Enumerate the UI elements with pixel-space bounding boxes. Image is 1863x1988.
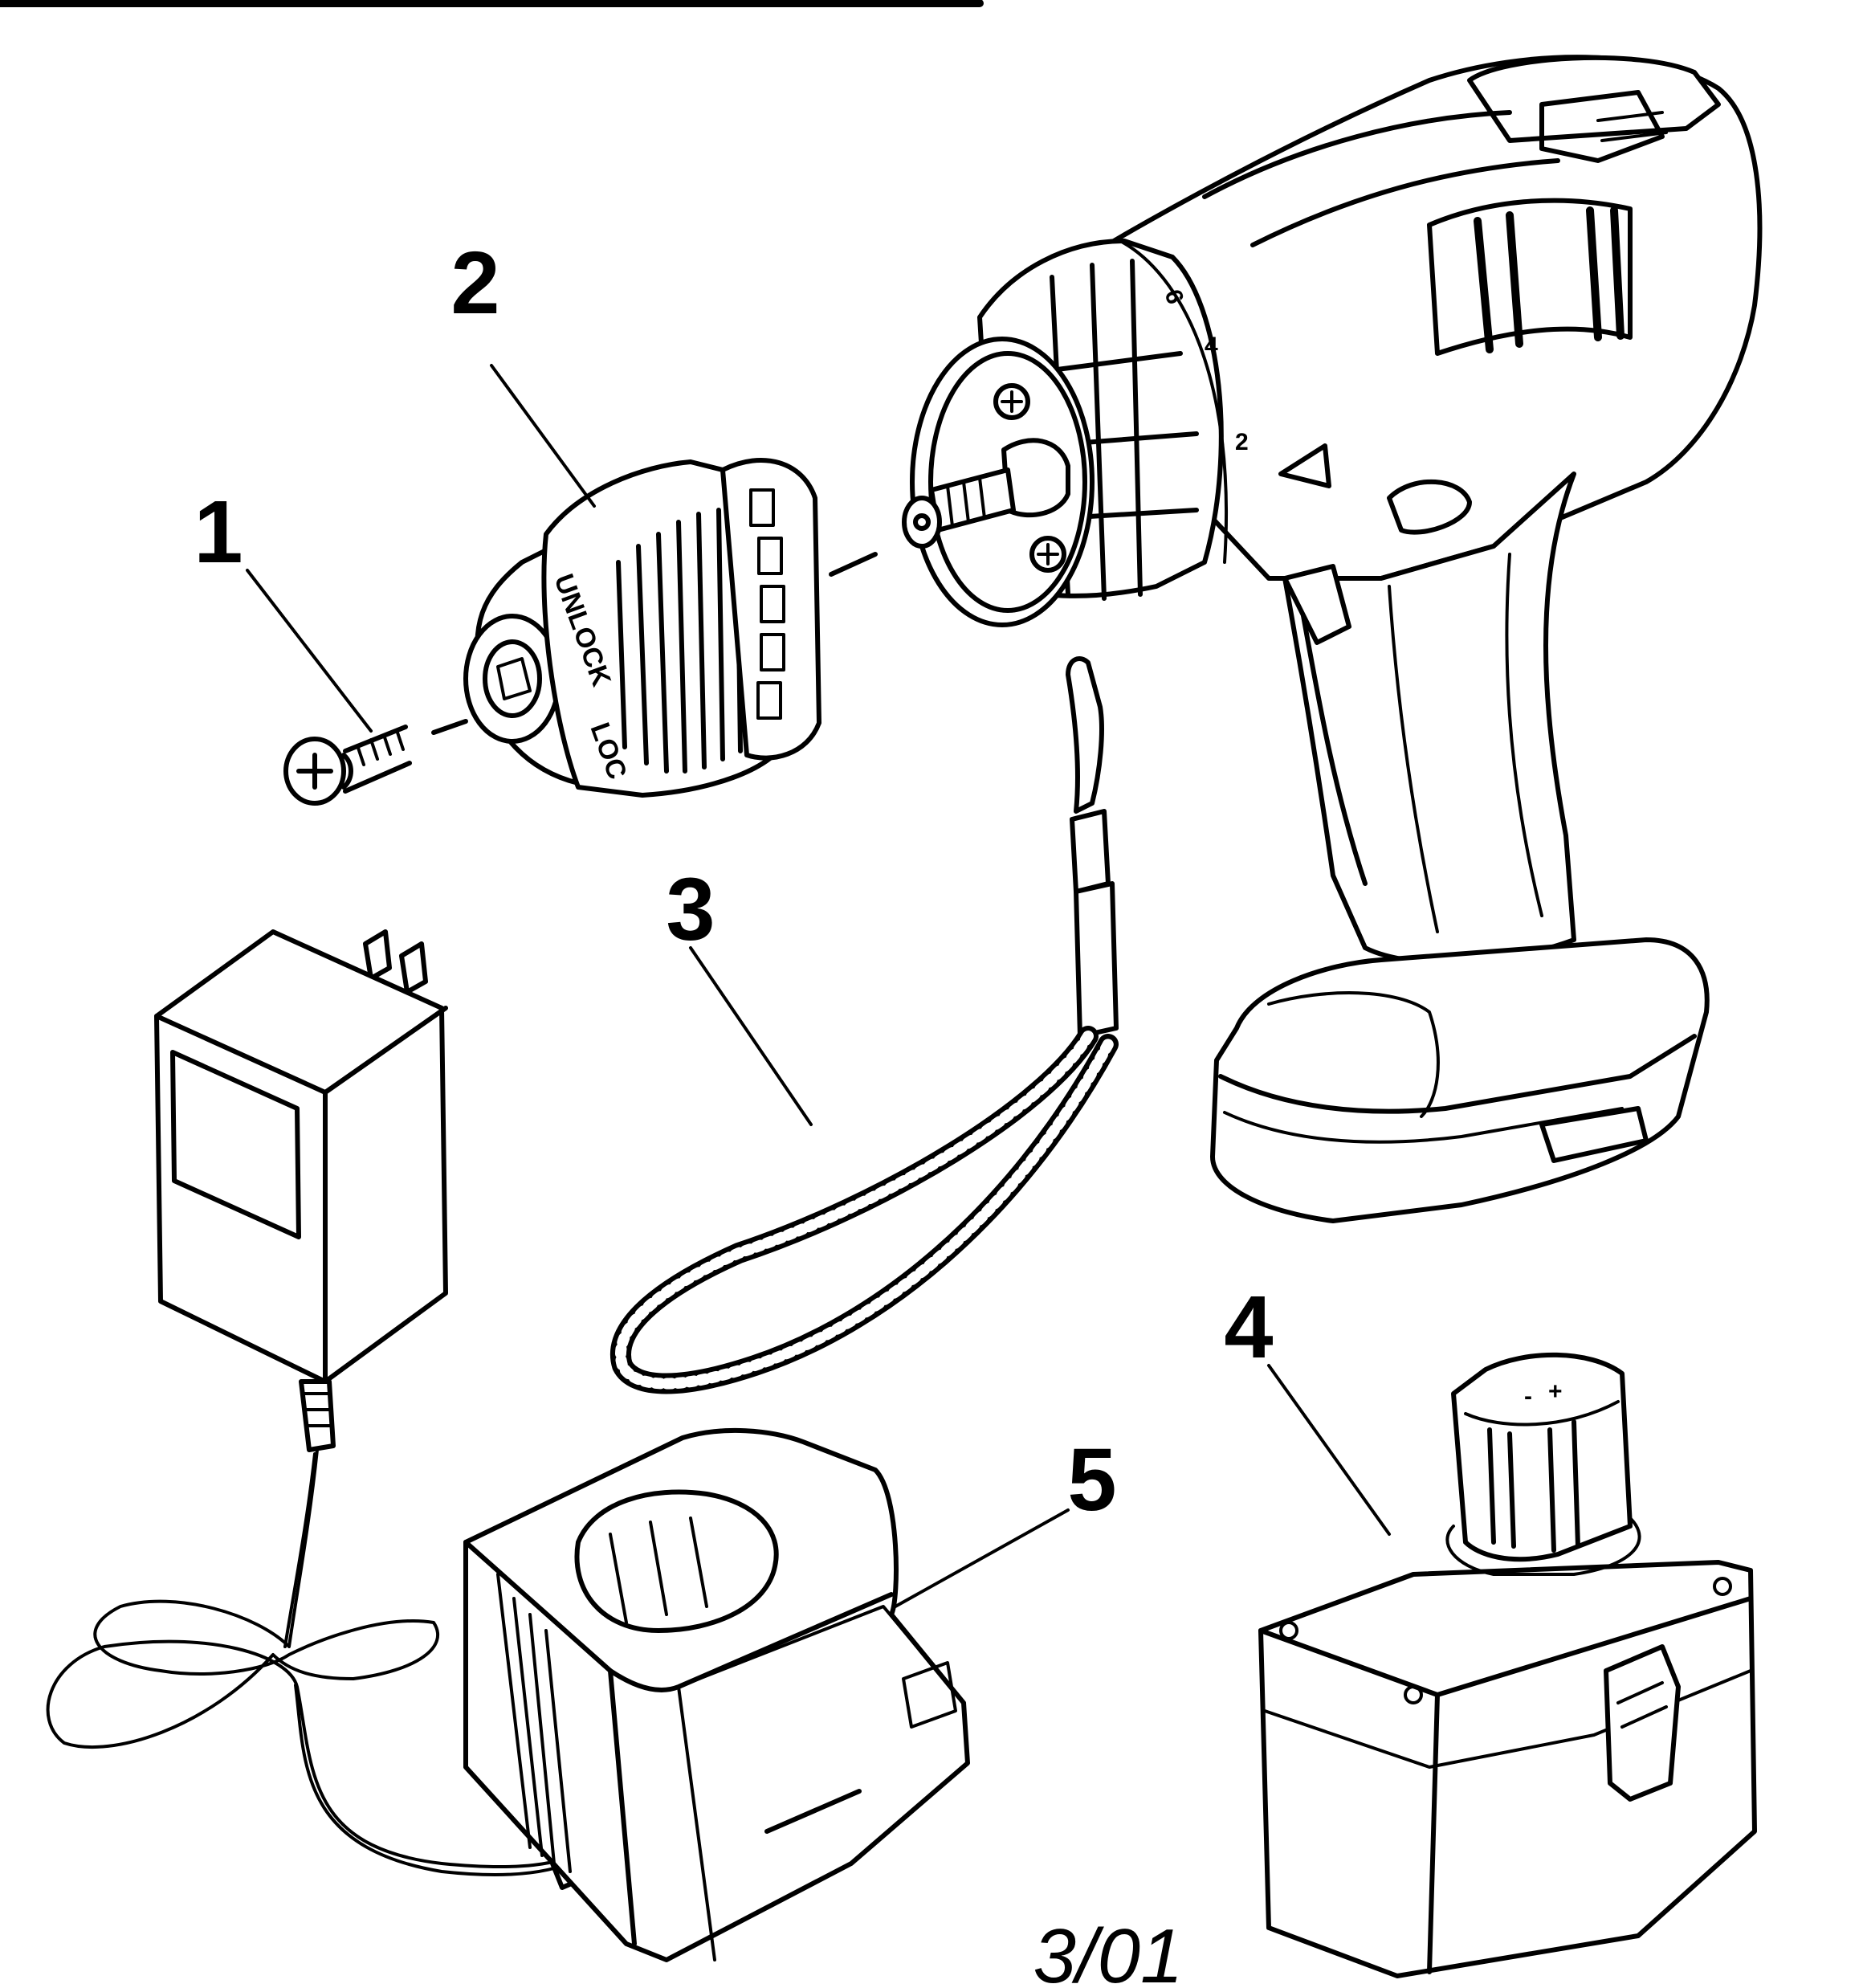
wrist-strap-part xyxy=(610,656,1119,1394)
clutch-setting-2: 2 xyxy=(1235,429,1249,455)
chuck-alignment-dash xyxy=(829,552,878,577)
footer-date: 3/01 xyxy=(1033,1913,1184,1988)
callout-number-3: 3 xyxy=(666,860,715,959)
callout-leader-2 xyxy=(490,364,596,508)
clutch-setting-4: 4 xyxy=(1205,333,1218,359)
drill-body: 6 4 2 xyxy=(902,55,1763,1223)
callout-leader-3 xyxy=(689,946,813,1126)
callout-leader-1 xyxy=(246,569,373,733)
battery-plus-mark: + xyxy=(1548,1378,1563,1405)
chuck-part: UNLOCK LOC xyxy=(463,457,821,798)
screw-part xyxy=(283,719,468,806)
callout-number-1: 1 xyxy=(194,483,243,582)
battery-minus-mark: - xyxy=(1524,1383,1532,1410)
battery-pack-part: - + xyxy=(1258,1352,1757,1978)
charger-base-part xyxy=(463,1427,970,1962)
callout-leader-4 xyxy=(1267,1364,1391,1536)
callout-number-4: 4 xyxy=(1224,1278,1273,1377)
callout-number-5: 5 xyxy=(1067,1431,1116,1529)
callout-leader-5 xyxy=(894,1508,1070,1608)
wall-adapter xyxy=(46,929,621,1890)
callout-number-2: 2 xyxy=(450,234,499,333)
